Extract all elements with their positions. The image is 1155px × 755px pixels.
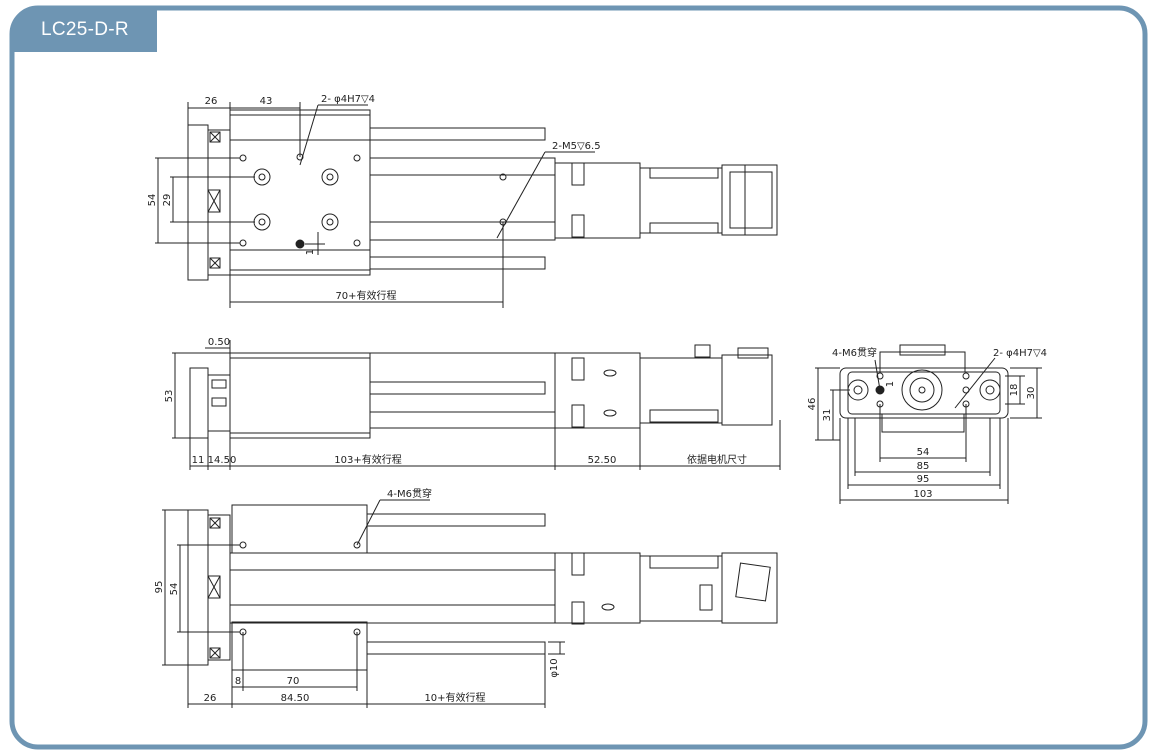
end-dim-103: 103 [913, 489, 932, 500]
side-dim-5250: 52.50 [588, 455, 617, 466]
side-dim-11: 11 [192, 455, 205, 466]
bottom-callout-threads: 4-M6贯穿 [387, 487, 432, 500]
end-view [815, 344, 1042, 504]
top-dim-1: 1 [305, 249, 316, 255]
top-dim-stroke: 70+有效行程 [335, 289, 396, 302]
side-dim-stroke: 103+有效行程 [334, 453, 401, 466]
end-dim-31: 31 [822, 409, 833, 422]
bottom-view [162, 499, 778, 708]
top-dim-29: 29 [162, 194, 173, 207]
end-dim-46: 46 [807, 398, 818, 411]
bottom-dim-95: 95 [154, 581, 165, 594]
side-dim-1450: 14.50 [208, 455, 237, 466]
bottom-dim-26: 26 [204, 693, 217, 704]
end-callout-holes: 2- φ4H7▽4 [993, 348, 1047, 359]
top-view [155, 102, 778, 308]
frame-border [9, 5, 1148, 750]
side-dim-motor: 依据电机尺寸 [687, 453, 747, 466]
end-dim-30: 30 [1026, 387, 1037, 400]
top-dim-43: 43 [260, 96, 273, 107]
bottom-dim-70: 70 [287, 676, 300, 687]
end-dim-1: 1 [885, 381, 896, 387]
bottom-dim-phi10: φ10 [549, 658, 560, 677]
end-dim-54: 54 [917, 447, 930, 458]
model-title: LC25-D-R [41, 19, 129, 40]
side-dim-53: 53 [164, 390, 175, 403]
end-dim-95: 95 [917, 474, 930, 485]
title-tab [13, 10, 157, 52]
top-dim-26: 26 [205, 96, 218, 107]
side-dim-050: 0.50 [208, 337, 230, 348]
bottom-dim-stroke: 10+有效行程 [424, 691, 485, 704]
top-dim-54: 54 [147, 194, 158, 207]
top-callout-threads: 2-M5▽6.5 [552, 141, 601, 152]
top-callout-holes: 2- φ4H7▽4 [321, 94, 375, 105]
end-dim-18: 18 [1009, 384, 1020, 397]
end-dim-85: 85 [917, 461, 930, 472]
bottom-dim-8450: 84.50 [281, 693, 310, 704]
bottom-dim-54: 54 [169, 583, 180, 596]
side-view [172, 340, 781, 470]
bottom-dim-8: 8 [235, 676, 241, 687]
end-callout-threads: 4-M6贯穿 [832, 346, 877, 359]
